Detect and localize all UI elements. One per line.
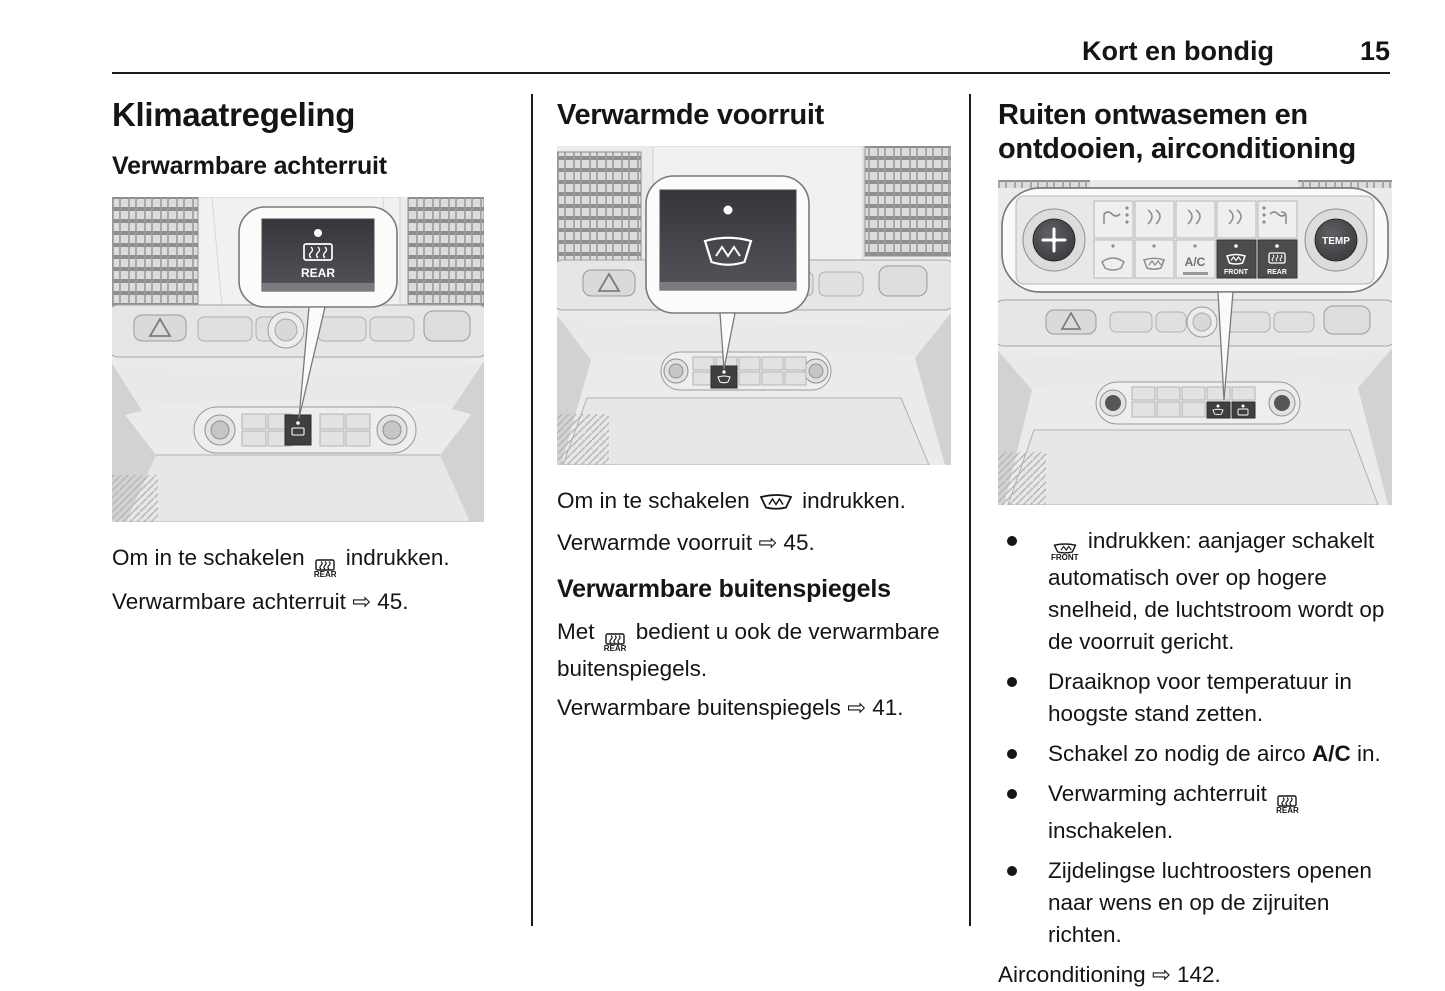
heading-verwarmde-voorruit: Verwarmde voorruit [557, 99, 824, 131]
list-item: Zijdelingse luchtroosters openen naar we… [998, 855, 1393, 951]
list-item: Schakel zo nodig de airco A/C in. [998, 738, 1393, 770]
chapter-title: Kort en bondig [1081, 36, 1274, 66]
illustration-heated-windshield [557, 146, 963, 465]
temp-knob-label: TEMP [1322, 236, 1350, 247]
page-header: Kort en bondig 15 [112, 0, 1390, 74]
floor-mat [557, 414, 609, 465]
heading-ruiten-ontwasemen: Ruiten ontwasemen en ontdooien, aircondi… [998, 99, 1356, 165]
heated-rear-window-icon: REAR [1276, 795, 1299, 815]
page-number: 15 [1359, 36, 1390, 66]
hazard-triangle-icon [597, 272, 621, 292]
recirculation-icon [1101, 257, 1125, 271]
illustration-climate-panel: TEMP [998, 180, 1393, 505]
hazard-triangle-icon [148, 317, 172, 337]
list-item: Verwarming achterruit REAR inschakelen. [998, 778, 1393, 847]
left-air-vent [112, 197, 199, 310]
right-air-vent [864, 146, 951, 257]
screen-button-windshield [659, 189, 797, 291]
heated-rear-window-glyph [303, 243, 333, 261]
paragraph-activate-rear: Om in te schakelen REAR indrukken. [112, 545, 450, 579]
right-air-vent [1298, 180, 1392, 188]
rear-button-label: REAR [1267, 269, 1287, 276]
reference-airconditioning: Airconditioning ⇨ 142. [998, 962, 1221, 987]
column-divider [531, 94, 533, 926]
reference-verwarmde-voorruit: Verwarmde voorruit ⇨ 45. [557, 530, 815, 555]
highlighted-rear-button [284, 414, 312, 446]
column-heated-windshield: Verwarmde voorruit [533, 94, 969, 932]
front-defrost-icon: FRONT [1051, 542, 1079, 562]
heated-rear-window-icon: REAR [314, 559, 337, 579]
list-item: Draaiknop voor temperatuur in hoogste st… [998, 666, 1393, 730]
illustration-heated-rear-window: REAR [112, 197, 523, 522]
callout-pointer [1217, 291, 1234, 401]
callout-pointer [298, 306, 326, 419]
paragraph-activate-windshield: Om in te schakelen indrukken. [557, 485, 963, 520]
heading-verwarmbare-buitenspiegels: Verwarmbare buitenspiegels [557, 575, 891, 603]
seat-heat-right-icon [1269, 211, 1287, 217]
highlighted-front-button [710, 365, 738, 389]
highlighted-front-button [1206, 401, 1231, 419]
ac-button-label: A/C [1185, 255, 1206, 269]
dashboard-drawing-windshield [557, 146, 951, 465]
defrost-windshield-icon [1142, 257, 1166, 271]
heading-verwarmbare-achterruit: Verwarmbare achterruit [112, 152, 387, 180]
reference-verwarmbare-achterruit: Verwarmbare achterruit ⇨ 45. [112, 589, 409, 614]
heated-windshield-icon [759, 488, 793, 520]
column-climate-control: Klimaatregeling Verwarmbare achterruit [112, 94, 531, 932]
air-floor-icon [1228, 209, 1242, 225]
dashboard-drawing-panel: TEMP [998, 180, 1392, 505]
front-button-label: FRONT [1224, 269, 1249, 276]
left-air-vent [557, 151, 642, 263]
floor-mat [112, 475, 158, 522]
callout-pointer [719, 312, 736, 370]
highlighted-rear-button [1231, 401, 1256, 419]
ac-label: A/C [1311, 741, 1351, 766]
screen-rear-label: REAR [301, 266, 335, 280]
paragraph-mirrors: Met REAR bedient u ook de verwarmbare bu… [557, 619, 940, 681]
content-columns: Klimaatregeling Verwarmbare achterruit [112, 94, 1445, 987]
hazard-triangle-icon [1060, 311, 1082, 330]
instruction-list: FRONT indrukken: aanjager schakelt autom… [998, 525, 1393, 951]
air-windshield-icon [1147, 209, 1161, 225]
dashboard-drawing-rear: REAR [112, 197, 484, 522]
list-item: FRONT indrukken: aanjager schakelt autom… [998, 525, 1393, 658]
heated-rear-window-icon: REAR [604, 633, 626, 653]
reference-verwarmbare-buitenspiegels: Verwarmbare buitenspiegels ⇨ 41. [557, 695, 904, 720]
column-divider [969, 94, 971, 926]
right-air-vent [407, 197, 484, 316]
heated-windshield-glyph [703, 236, 753, 266]
column-defrost-aircon: Ruiten ontwasemen en ontdooien, aircondi… [971, 94, 1395, 987]
left-air-vent [998, 180, 1090, 188]
heading-klimaatregeling: Klimaatregeling [112, 96, 356, 133]
air-face-icon [1187, 209, 1201, 225]
floor-mat [998, 452, 1046, 505]
